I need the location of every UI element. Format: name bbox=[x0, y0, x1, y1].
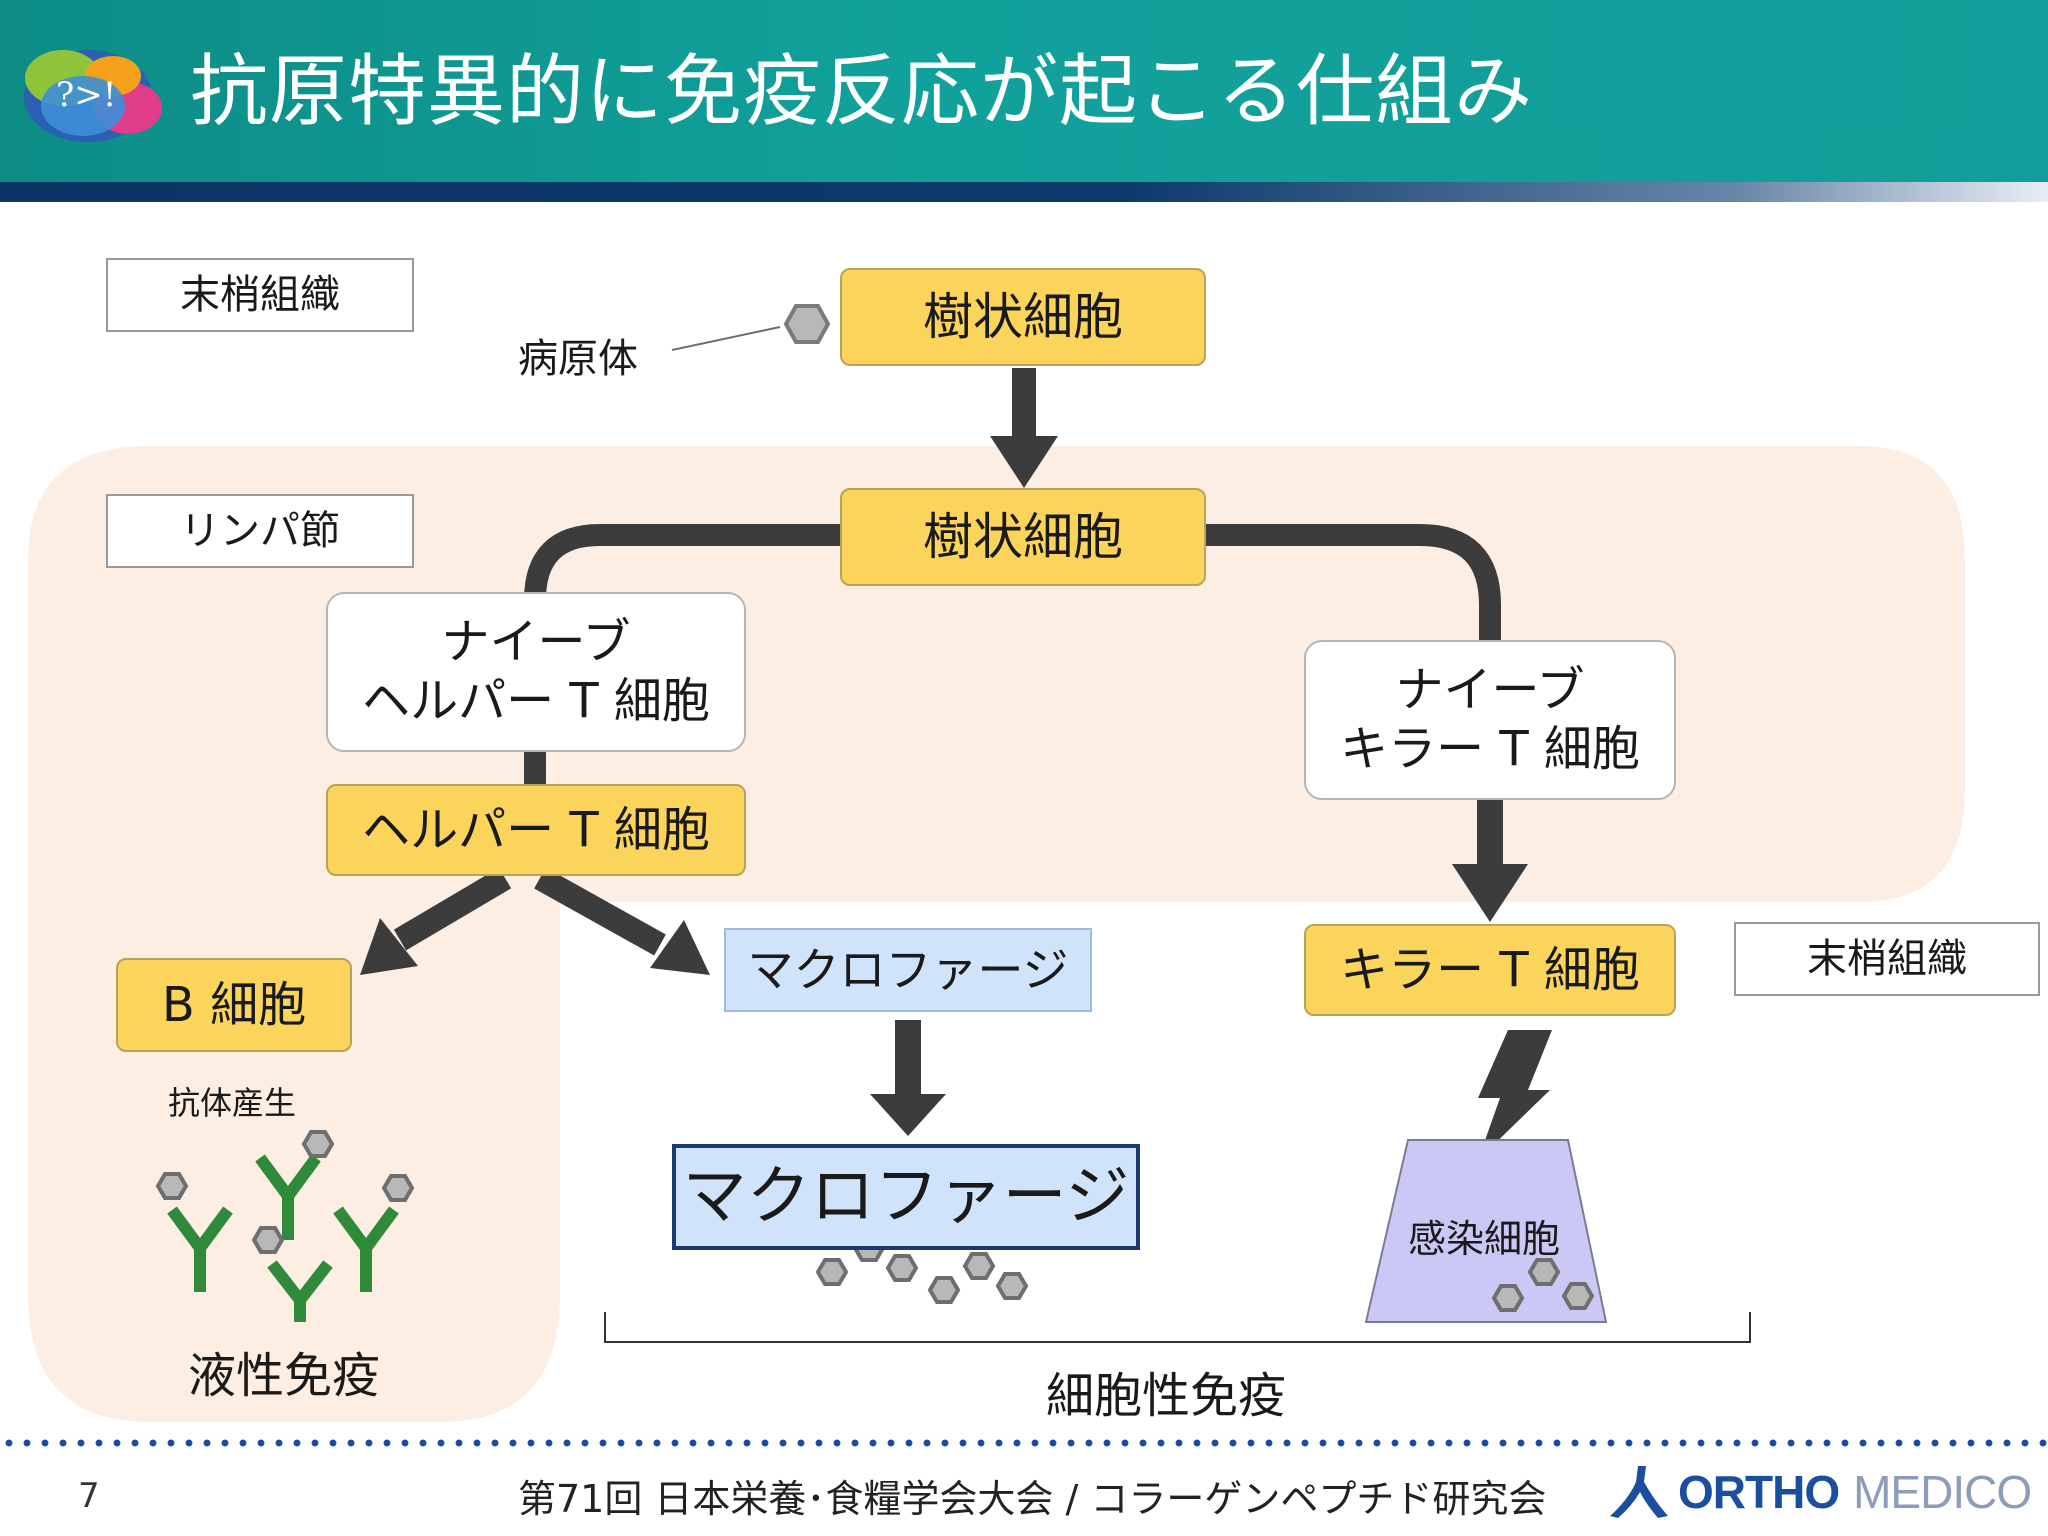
pathogen-pointer-line bbox=[671, 326, 781, 351]
y-shape-antibody-icon bbox=[167, 1154, 399, 1322]
naive-helper-t-cell: ナイーブ ヘルパー T 細胞 bbox=[326, 592, 746, 752]
arrow-shaft-to-b-cell bbox=[393, 867, 512, 951]
conference-name: 第71回 日本栄養･食糧学会大会 / コラーゲンペプチド研究会 bbox=[518, 1477, 1547, 1521]
arrow-head-killer bbox=[1452, 864, 1528, 922]
arrow-shaft-dendritic bbox=[1012, 368, 1036, 438]
helper-t-cell: ヘルパー T 細胞 bbox=[326, 784, 746, 876]
arrow-shaft-to-macrophage bbox=[534, 867, 666, 956]
peripheral-tissue-label-top: 末梢組織 bbox=[106, 258, 414, 332]
infected-cell-label: 感染細胞 bbox=[1408, 1217, 1561, 1261]
connector-to-naive-killer bbox=[1206, 524, 1501, 642]
speech-bubble-logo-icon: ?>! bbox=[24, 50, 162, 142]
cellular-immunity-bracket bbox=[604, 1312, 1751, 1343]
killer-t-cell: キラー T 細胞 bbox=[1304, 924, 1676, 1016]
arrow-head-dendritic bbox=[990, 436, 1058, 488]
lymph-node-label: リンパ節 bbox=[106, 494, 414, 568]
cellular-immunity-label: 細胞性免疫 bbox=[1046, 1368, 1287, 1424]
footer-dotted-line bbox=[0, 1438, 2048, 1448]
humoral-immunity-label: 液性免疫 bbox=[188, 1348, 381, 1404]
arrow-head-to-b-cell bbox=[360, 918, 418, 975]
arrow-head-macrophage bbox=[870, 1094, 946, 1136]
hexagon-icon bbox=[783, 304, 831, 344]
macrophage-small: マクロファージ bbox=[724, 928, 1092, 1012]
title-bar bbox=[0, 0, 2048, 182]
arrow-shaft-killer bbox=[1477, 798, 1503, 866]
brand-name-bold: ORTHO bbox=[1678, 1466, 1840, 1518]
dendritic-cell-peripheral: 樹状細胞 bbox=[840, 268, 1206, 366]
page-title: 抗原特異的に免疫反応が起こる仕組み bbox=[190, 47, 1534, 137]
arrow-head-to-macrophage bbox=[650, 920, 710, 975]
lightning-bolt-icon bbox=[1478, 1030, 1552, 1160]
brand-name-light: MEDICO bbox=[1853, 1466, 2032, 1518]
macrophage-large: マクロファージ bbox=[672, 1144, 1140, 1250]
b-cell: B 細胞 bbox=[116, 958, 352, 1052]
arrow-shaft-macrophage bbox=[895, 1020, 921, 1096]
pathogen-label: 病原体 bbox=[518, 336, 638, 382]
page-number: 7 bbox=[78, 1476, 100, 1516]
person-logo-icon bbox=[1610, 1466, 1668, 1518]
connector-helper-stem bbox=[524, 750, 546, 786]
brand-logo: ORTHO MEDICO bbox=[1608, 1464, 2032, 1520]
digested-pathogen-hexagons bbox=[815, 1234, 1029, 1304]
naive-killer-t-cell: ナイーブ キラー T 細胞 bbox=[1304, 640, 1676, 800]
antibody-production-label: 抗体産生 bbox=[168, 1084, 297, 1122]
dendritic-cell-lymph: 樹状細胞 bbox=[840, 488, 1206, 586]
antigen-hexagons-on-antibodies bbox=[155, 1130, 415, 1254]
logo-text: ?>! bbox=[56, 75, 116, 115]
title-underline-band bbox=[0, 182, 2048, 202]
peripheral-tissue-label-right: 末梢組織 bbox=[1734, 922, 2040, 996]
infected-cell-hexagons bbox=[1491, 1258, 1595, 1312]
